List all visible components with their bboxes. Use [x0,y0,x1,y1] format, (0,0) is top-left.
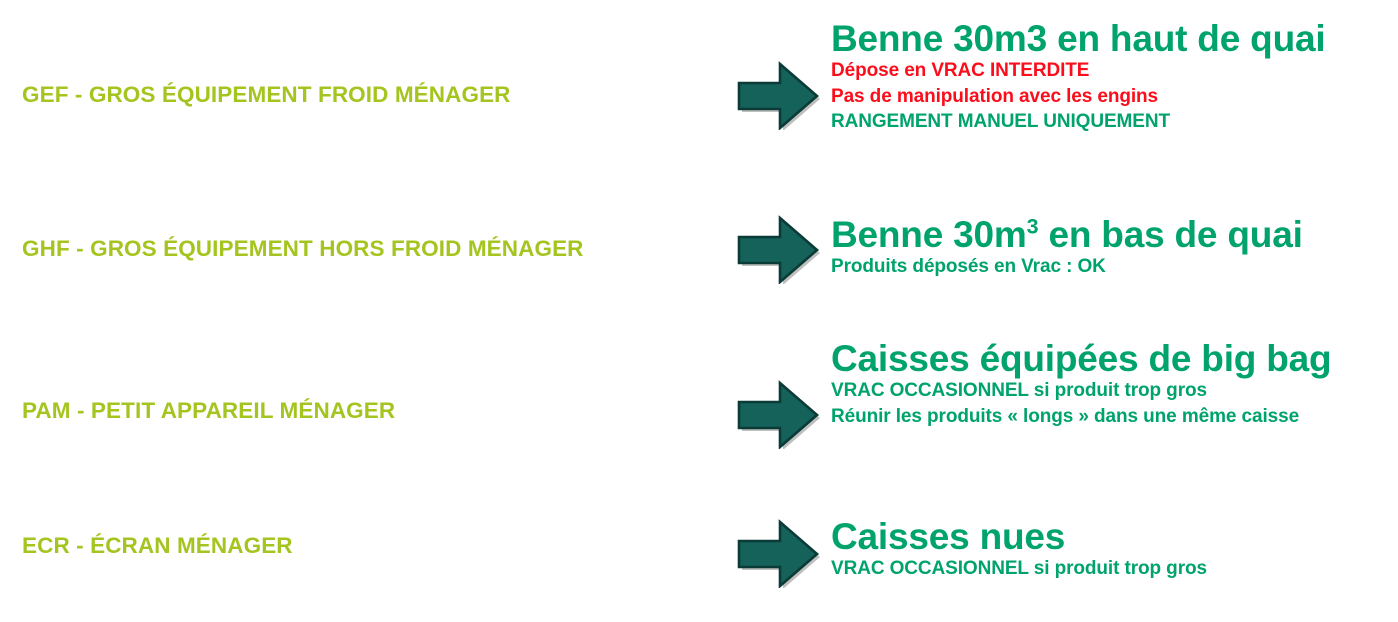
right-arrow-icon [733,58,821,130]
destination-block: Benne 30m3 en haut de quai Dépose en VRA… [831,18,1398,134]
destination-title: Benne 30m3 en bas de quai [831,214,1398,255]
destination-note: Produits déposés en Vrac : OK [831,256,1106,278]
right-arrow-icon [733,212,821,284]
destination-note: RANGEMENT MANUEL UNIQUEMENT [831,110,1170,132]
destination-title: Caisses nues [831,516,1066,557]
destination-title: Caisses équipées de big bag [831,338,1332,379]
destination-title-superscript: 3 [1026,214,1039,239]
destination-block: Caisses équipées de big bag VRAC OCCASIO… [831,338,1398,429]
destination-note: VRAC OCCASIONNEL si produit trop gros [831,380,1207,402]
destination-title-tail: en bas de quai [1038,214,1303,255]
right-arrow-icon [733,516,821,588]
destination-title: Benne 30m3 en haut de quai [831,18,1326,59]
destination-block: Benne 30m3 en bas de quai Produits dépos… [831,214,1398,280]
destination-note: Dépose en VRAC INTERDITE [831,60,1090,82]
destination-note: VRAC OCCASIONNEL si produit trop gros [831,558,1207,580]
category-label-gef: GEF - GROS ÉQUIPEMENT FROID MÉNAGER [22,82,511,107]
category-label-pam: PAM - PETIT APPAREIL MÉNAGER [22,398,396,423]
category-label-ecr: ECR - ÉCRAN MÉNAGER [22,533,293,558]
destination-block: Caisses nues VRAC OCCASIONNEL si produit… [831,516,1398,582]
destination-note: Pas de manipulation avec les engins [831,85,1159,107]
destination-note: Réunir les produits « longs » dans une m… [831,405,1300,427]
destination-title-main: Benne 30m [831,214,1027,255]
right-arrow-icon [733,377,821,449]
category-label-ghf: GHF - GROS ÉQUIPEMENT HORS FROID MÉNAGER [22,236,584,261]
